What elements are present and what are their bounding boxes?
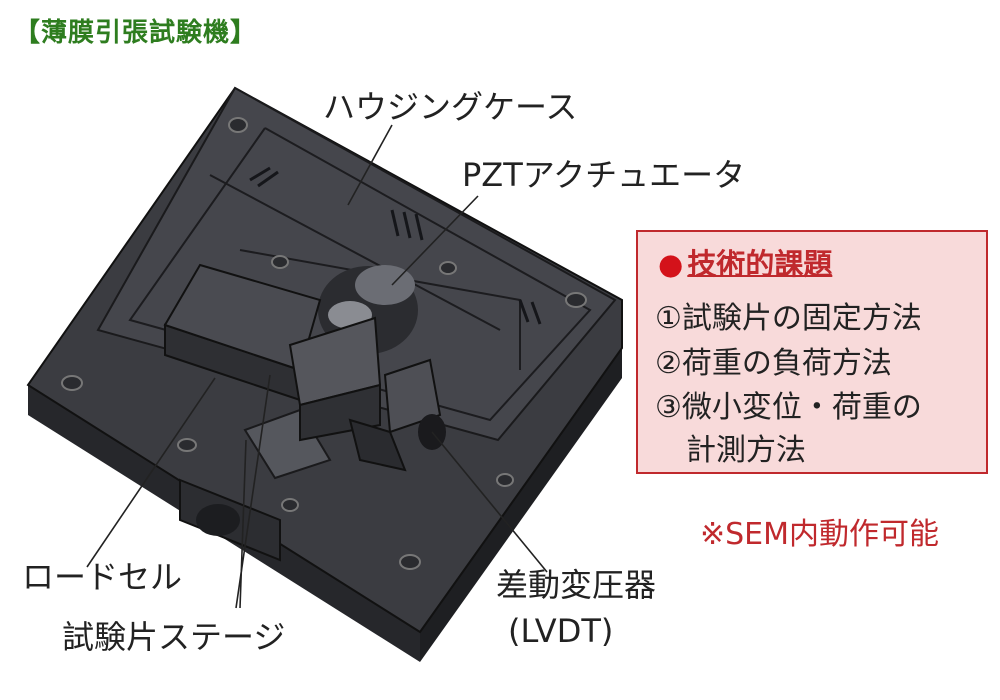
- screw-holes: [61, 117, 587, 570]
- label-lvdt-name: 差動変圧器: [496, 566, 657, 604]
- label-specimen-stage: 試験片ステージ: [62, 618, 286, 656]
- label-loadcell: ロードセル: [22, 558, 183, 596]
- challenges-heading: ●技術的課題: [658, 241, 832, 283]
- base-right-side: [420, 348, 622, 662]
- leader-housing: [347, 124, 393, 206]
- leader-stage-2: [239, 439, 247, 609]
- challenge-item-3: ③微小変位・荷重の: [655, 390, 922, 425]
- leader-loadcell: [86, 377, 216, 568]
- flexure-hinges: [249, 166, 542, 325]
- front-hole: [196, 504, 240, 536]
- pzt-cylinder-end: [355, 265, 415, 305]
- bullet-dot: ●: [658, 247, 684, 281]
- label-pzt-actuator: PZTアクチュエータ: [462, 156, 746, 194]
- label-housing-case: ハウジングケース: [323, 88, 578, 126]
- challenge-item-3-cont: 計測方法: [686, 433, 806, 468]
- challenge-item-2: ②荷重の負荷方法: [655, 346, 892, 381]
- lvdt-block-top: [383, 358, 442, 434]
- groove-line-2: [209, 174, 501, 331]
- sem-note: ※SEM内動作可能: [700, 517, 940, 552]
- challenge-item-1: ①試験片の固定方法: [655, 301, 922, 336]
- leader-pzt: [391, 195, 479, 286]
- challenges-box: [636, 230, 988, 474]
- lvdt-block-side: [348, 418, 407, 472]
- leader-lvdt: [431, 431, 548, 573]
- groove-line: [128, 127, 592, 422]
- diagram-title: 【薄膜引張試験機】: [14, 18, 258, 48]
- challenges-heading-text: 技術的課題: [687, 247, 833, 281]
- label-lvdt-abbrev: (LVDT): [508, 612, 614, 650]
